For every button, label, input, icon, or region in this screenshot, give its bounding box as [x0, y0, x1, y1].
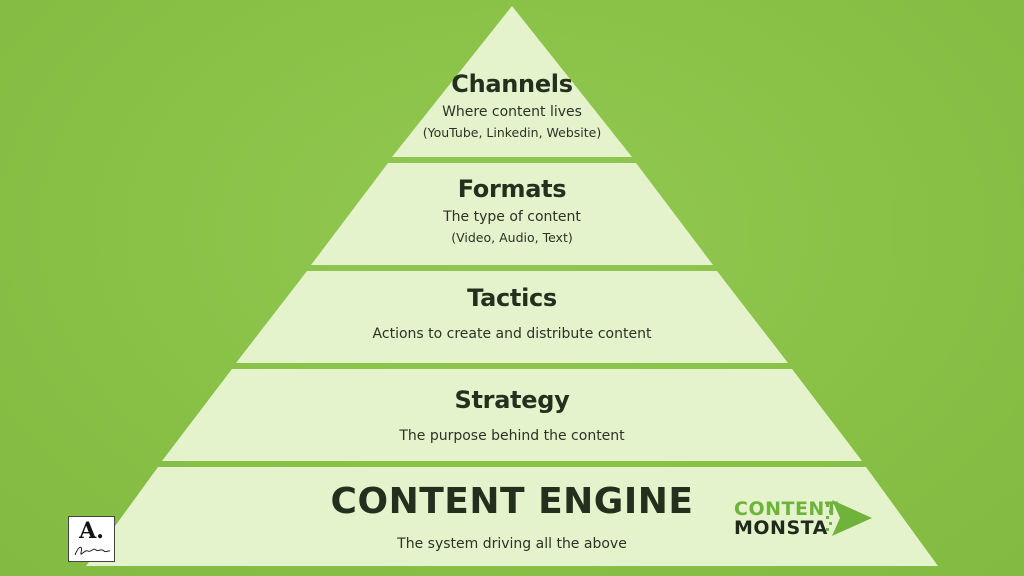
tier-content-engine-title: CONTENT ENGINE: [330, 481, 694, 522]
tier-tactics-subtitle: Actions to create and distribute content: [372, 326, 652, 342]
tier-channels-subtitle: Where content lives: [442, 104, 582, 120]
tier-channels-example: (YouTube, Linkedin, Website): [422, 125, 602, 140]
tier-strategy-shape: [162, 369, 862, 461]
tier-content-engine-shape: [86, 467, 938, 566]
tier-formats-example: (Video, Audio, Text): [451, 230, 573, 245]
brand-line-1: CONTENT: [734, 498, 839, 520]
tier-channels-shape: [392, 6, 632, 157]
tier-formats-subtitle: The type of content: [443, 209, 581, 225]
tier-formats-title: Formats: [457, 175, 567, 203]
tier-tactics: Tactics Actions to create and distribute…: [0, 284, 1024, 342]
tier-channels: Channels Where content lives (YouTube, L…: [0, 70, 1024, 140]
tier-strategy: Strategy The purpose behind the content: [0, 386, 1024, 444]
brand-line-2: MONSTA: [734, 517, 828, 539]
tier-content-engine: CONTENT ENGINE The system driving all th…: [0, 481, 1024, 552]
content-monsta-logo: CONTENT MONSTA: [734, 498, 884, 542]
corner-seal-logo: A.: [68, 516, 115, 562]
tier-content-engine-subtitle: The system driving all the above: [397, 536, 627, 552]
tier-formats: Formats The type of content (Video, Audi…: [0, 175, 1024, 245]
tier-strategy-subtitle: The purpose behind the content: [399, 428, 625, 444]
tier-channels-title: Channels: [451, 70, 573, 98]
brand-arrow-icon: [826, 500, 872, 536]
signature-mark: [74, 546, 111, 556]
tier-strategy-title: Strategy: [454, 386, 570, 414]
tier-formats-shape: [311, 163, 713, 265]
tier-tactics-title: Tactics: [467, 284, 557, 312]
tier-tactics-shape: [236, 271, 788, 363]
seal-letter: A.: [79, 518, 104, 544]
